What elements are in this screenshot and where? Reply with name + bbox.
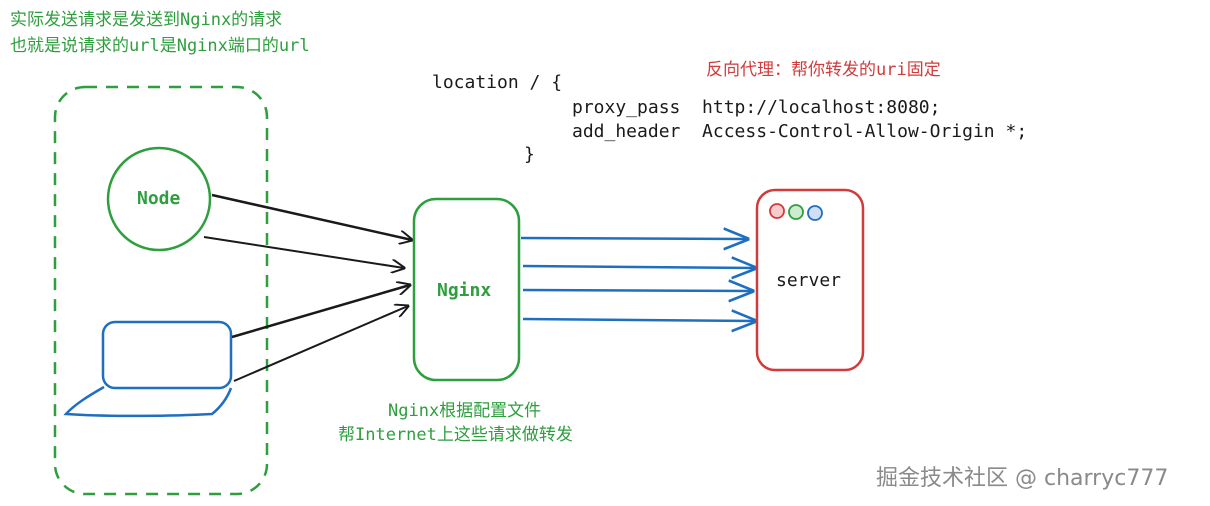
- node-circle: [106, 146, 212, 252]
- request-arrow-4: [233, 306, 408, 382]
- request-arrow-3: [231, 285, 410, 339]
- node-label: Node: [137, 188, 181, 209]
- nginx-caption-line1: Nginx根据配置文件: [388, 401, 542, 421]
- request-arrow-2: [203, 236, 404, 268]
- note-top-left-line2: 也就是说请求的url是Nginx端口的url: [10, 36, 310, 56]
- config-line-close: }: [524, 144, 535, 165]
- server-dot-red: [769, 203, 785, 219]
- watermark: 掘金技术社区 @ charryc777: [876, 466, 1169, 491]
- forward-arrow-2: [522, 266, 755, 268]
- forward-arrow-4: [522, 319, 755, 321]
- forward-arrow-3: [522, 290, 752, 291]
- laptop-base: [63, 385, 233, 418]
- request-arrow-1: [211, 193, 412, 240]
- nginx-caption-line2: 帮Internet上这些请求做转发: [338, 425, 573, 445]
- note-reverse-proxy: 反向代理：帮你转发的uri固定: [706, 60, 941, 80]
- note-top-left-line1: 实际发送请求是发送到Nginx的请求: [10, 10, 283, 30]
- server-dot-green: [788, 204, 804, 220]
- nginx-label: Nginx: [437, 280, 492, 301]
- config-line-location: location / {: [432, 72, 563, 93]
- forward-arrow-1: [520, 238, 747, 239]
- config-line-proxy-pass: proxy_pass http://localhost:8080;: [572, 97, 941, 118]
- server-label: server: [776, 270, 842, 291]
- server-dot-blue: [807, 205, 823, 221]
- server-box: [755, 188, 865, 372]
- laptop-screen: [101, 320, 233, 390]
- config-line-add-header: add_header Access-Control-Allow-Origin *…: [572, 121, 1028, 142]
- nginx-box: [412, 197, 521, 382]
